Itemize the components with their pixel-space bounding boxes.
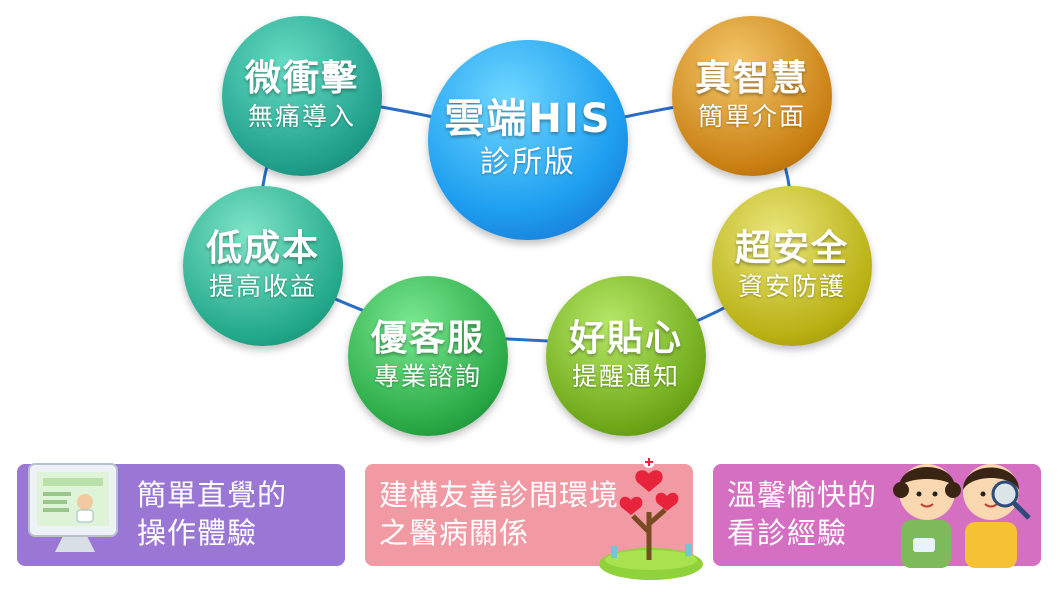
- feature-circle-smart: 真智慧 簡單介面: [672, 16, 832, 176]
- center-subtitle: 診所版: [480, 145, 576, 180]
- feature-title: 好貼心: [568, 317, 683, 359]
- banner-line2: 操作體驗: [137, 516, 258, 550]
- feature-title: 優客服: [370, 317, 485, 359]
- banner-line1: 溫馨愉快的: [727, 478, 878, 512]
- center-title: 雲端HIS: [444, 96, 612, 142]
- feature-title: 真智慧: [694, 57, 809, 99]
- feature-subtitle: 無痛導入: [247, 102, 356, 132]
- banner-line2: 看診經驗: [727, 516, 848, 550]
- banner-experience: 溫馨愉快的 看診經驗: [713, 464, 1041, 568]
- feature-subtitle: 專業諮詢: [373, 362, 482, 392]
- computer-monitor-icon: [28, 463, 118, 552]
- banner-environment: 建構友善診間環境 之醫病關係: [365, 456, 703, 580]
- feature-circle-low-impact: 微衝擊 無痛導入: [222, 16, 382, 176]
- banner-line1: 簡單直覺的: [137, 478, 288, 512]
- feature-circle-security: 超安全 資安防護: [712, 186, 872, 346]
- feature-subtitle: 簡單介面: [697, 102, 806, 132]
- feature-subtitle: 提醒通知: [571, 362, 680, 392]
- feature-circle-reminder: 好貼心 提醒通知: [546, 276, 706, 436]
- feature-circle-low-cost: 低成本 提高收益: [183, 186, 343, 346]
- feature-title: 超安全: [734, 227, 849, 269]
- feature-subtitle: 資安防護: [737, 272, 846, 302]
- feature-circle-service: 優客服 專業諮詢: [348, 276, 508, 436]
- center-circle: 雲端HIS 診所版: [428, 40, 628, 240]
- banner-line2: 之醫病關係: [379, 516, 530, 550]
- feature-title: 微衝擊: [244, 57, 359, 99]
- heart-tree-icon: [599, 456, 703, 580]
- feature-subtitle: 提高收益: [208, 272, 317, 302]
- children-magnifier-icon: [893, 464, 1031, 568]
- banner-line1: 建構友善診間環境: [379, 478, 620, 512]
- banner-operation: 簡單直覺的 操作體驗: [17, 463, 345, 566]
- feature-title: 低成本: [205, 227, 320, 269]
